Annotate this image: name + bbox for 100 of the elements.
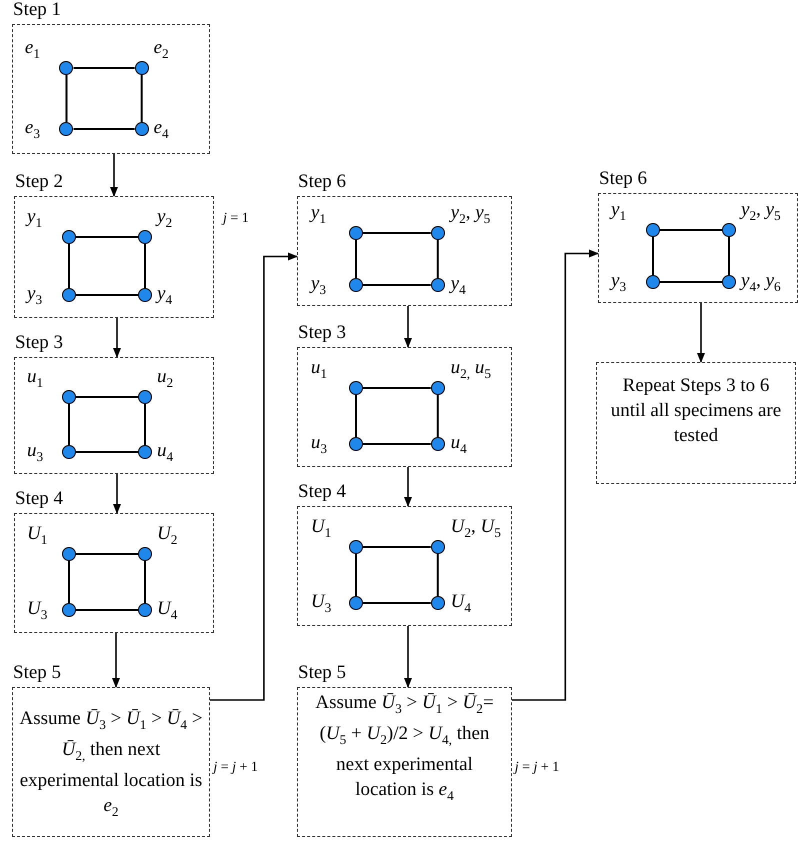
arrow [112,633,120,688]
vertex-label: y$_{4}$ [157,283,172,308]
vertex-dot [138,603,152,617]
graph-edge [144,561,146,603]
vertex-label: u$_{3}$ [310,432,328,457]
vertex-dot [349,381,364,395]
vertex-label: e$_{3}$ [24,117,40,142]
step-heading: Step 6 [599,168,648,190]
vertex-dot [138,288,152,302]
vertex-dot [430,381,445,395]
vertex-dot [646,223,660,237]
arrow [113,474,121,514]
graph-edge [363,232,431,234]
step-heading: Step 3 [298,322,346,344]
vertex-dot [138,445,152,459]
graph-edge [140,75,143,122]
step-heading: Step 6 [298,171,346,193]
vertex-label: y$_{1}$ [27,206,42,231]
vertex-label: u$_{3}$ [27,440,44,465]
graph-edge [144,404,146,445]
graph-edge [76,609,138,611]
vertex-label: y$_{2}$ [157,206,172,231]
vertex-dot [134,61,149,75]
arrow [404,626,412,688]
vertex-label: u$_{2,}$ u$_{5}$ [450,357,492,382]
vertex-dot [430,226,445,240]
step-heading: Step 1 [13,0,62,21]
graph-edge [76,294,138,296]
graph-edge [74,128,135,130]
vertex-label: U$_{1}$ [27,523,48,548]
vertex-dot [138,547,152,561]
graph-edge [76,553,138,555]
vertex-dot [430,278,445,292]
vertex-label: U$_{4}$ [450,591,472,616]
vertex-label: y$_{4}$ [450,273,466,298]
graph-edge [66,75,68,122]
graph-edge [652,237,654,275]
edge-label: j = j + 1 [211,760,260,776]
step-heading: Step 5 [298,662,346,684]
graph-edge [363,387,431,389]
graph-edge [76,396,138,398]
iteration-label: j = 1 [223,211,249,227]
vertex-label: u$_{4}$ [157,440,174,465]
graph-edge [436,554,439,596]
graph-edge [355,554,357,596]
vertex-dot [59,122,74,136]
graph-edge [728,237,730,275]
vertex-label: U$_{2}$, U$_{5}$ [450,516,501,541]
vertex-dot [349,226,364,240]
vertex-dot [722,223,736,237]
vertex-label: u$_{2}$ [157,366,174,391]
vertex-label: u$_{1}$ [27,366,44,391]
graph-edge [436,395,439,437]
vertex-dot [59,61,74,75]
graph-edge [355,395,357,437]
vertex-label: U$_{4}$ [157,598,178,623]
vertex-label: u$_{4}$ [450,432,467,457]
vertex-dot [349,596,364,610]
vertex-label: u$_{1}$ [310,357,328,382]
vertex-label: e$_{2}$ [154,37,169,62]
vertex-dot [349,540,364,554]
graph-edge [68,244,70,288]
vertex-dot [62,547,76,561]
vertex-dot [138,230,152,244]
vertex-dot [349,437,364,451]
graph-edge [76,451,138,453]
graph-edge [355,240,357,278]
vertex-dot [62,288,76,302]
arrow [404,306,412,348]
step-text: Repeat Steps 3 to 6 until all specimens are tested [610,374,782,448]
vertex-label: y$_{1}$ [310,202,326,227]
vertex-dot [62,445,76,459]
vertex-label: y$_{1}$ [611,199,626,224]
arrow [210,252,298,701]
graph-edge [363,602,431,604]
vertex-dot [62,390,76,404]
arrow [110,154,118,197]
vertex-label: y$_{2}$, y$_{5}$ [741,199,781,224]
vertex-label: y$_{4}$, y$_{6}$ [741,270,781,295]
vertex-label: y$_{2}$, y$_{5}$ [450,202,490,227]
vertex-label: e$_{1}$ [24,37,40,62]
vertex-dot [646,275,660,289]
vertex-label: U$_{1}$ [310,516,332,541]
arrow [512,250,599,701]
vertex-dot [430,540,445,554]
step-heading: Step 5 [13,662,62,684]
graph-edge [363,546,431,548]
vertex-dot [430,596,445,610]
graph-edge [436,240,439,278]
vertex-dot [430,437,445,451]
arrow [404,467,412,507]
vertex-label: U$_{3}$ [27,598,48,623]
arrow [113,318,121,358]
vertex-label: y$_{3}$ [310,273,326,298]
graph-edge [74,67,135,69]
step-heading: Step 3 [15,332,64,354]
vertex-label: y$_{3}$ [27,283,42,308]
step-heading: Step 2 [15,171,64,193]
vertex-dot [722,275,736,289]
step-heading: Step 4 [298,481,346,503]
